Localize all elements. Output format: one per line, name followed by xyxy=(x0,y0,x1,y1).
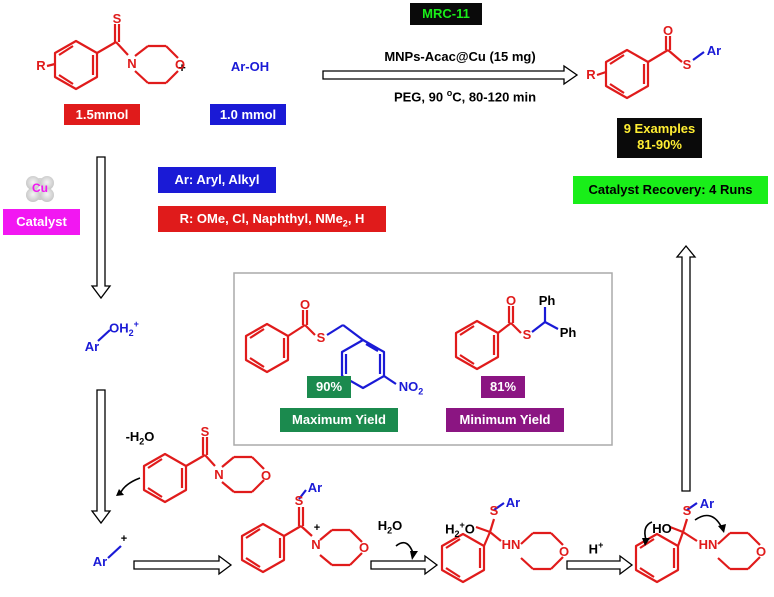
water-addition-label: H2O xyxy=(377,518,403,536)
atom-label-n: N xyxy=(311,537,321,552)
step-arrow-right-2 xyxy=(370,554,439,576)
step-arrow-up xyxy=(675,244,697,492)
atom-label-n: N xyxy=(127,56,137,71)
atom-label-ph: Ph xyxy=(559,325,577,340)
step-arrow-right-3 xyxy=(566,554,634,576)
phenol-formula: Ar-OH xyxy=(230,59,270,74)
atom-label-o: O xyxy=(558,544,570,559)
atom-label-ar: Ar xyxy=(505,495,521,510)
atom-label-s: S xyxy=(294,493,304,508)
max-yield-value-badge: 90% xyxy=(307,376,351,398)
min-yield-label-badge: Minimum Yield xyxy=(446,408,564,432)
atom-label-ar: Ar xyxy=(706,43,722,58)
step-arrow-down-2 xyxy=(90,389,112,525)
yield-examples-panel xyxy=(233,272,613,446)
atom-label-ar: Ar xyxy=(92,554,108,569)
atom-label-s: S xyxy=(200,424,210,439)
atom-label-ar: Ar xyxy=(84,339,100,354)
curved-arrows xyxy=(116,477,726,560)
atom-label-ar: Ar xyxy=(699,496,715,511)
protonated-phenol xyxy=(97,329,111,342)
scope-r-badge: R: OMe, Cl, Naphthyl, NMe2, H xyxy=(158,206,386,232)
atom-label-ho: H2+O xyxy=(445,520,475,539)
atom-label-o: O xyxy=(174,57,186,72)
atom-label-o: O xyxy=(260,468,272,483)
atom-label-o: O xyxy=(755,544,767,559)
atom-label-plus: + xyxy=(120,533,128,545)
atom-label-r: R xyxy=(36,58,46,73)
code-badge: MRC-11 xyxy=(410,3,482,25)
thioamide-intermediate xyxy=(142,437,265,504)
atom-label-plus: + xyxy=(313,522,321,534)
atom-label-ar: Ar xyxy=(307,480,323,495)
atom-label-r: R xyxy=(586,67,596,82)
max-yield-label-badge: Maximum Yield xyxy=(280,408,398,432)
atom-label-s: S xyxy=(489,503,499,518)
atom-label-ph: Ph xyxy=(538,293,556,308)
catalyst-sphere-label: Cu xyxy=(32,181,48,195)
copper-sphere-icon xyxy=(26,176,54,202)
scope-ar-badge: Ar: Aryl, Alkyl xyxy=(158,167,276,193)
atom-label-o: O xyxy=(299,297,311,312)
reagent1-amount-badge: 1.5mmol xyxy=(64,104,140,125)
aryl-cation xyxy=(107,545,122,559)
atom-label-hn: HN xyxy=(501,537,521,552)
collapse-intermediate xyxy=(634,502,761,584)
catalyst-recovery-badge: Catalyst Recovery: 4 Runs xyxy=(573,176,768,204)
min-yield-structure xyxy=(454,306,559,371)
thioester-product xyxy=(596,36,705,100)
water-loss-label: -H2O xyxy=(125,429,155,447)
plus-sign: + xyxy=(178,60,186,75)
atom-label-s: S xyxy=(316,330,326,345)
atom-label-s: S xyxy=(682,503,692,518)
atom-label-o: O xyxy=(358,540,370,555)
atom-label-oh: OH2+ xyxy=(109,319,139,338)
catalyst-conditions: MNPs-Acac@Cu (15 mg) xyxy=(384,49,536,64)
main-reaction-arrow xyxy=(322,64,579,86)
min-yield-value-badge: 81% xyxy=(481,376,525,398)
atom-label-s: S xyxy=(522,327,532,342)
sulfonium-iminium-intermediate xyxy=(240,489,363,574)
atom-label-s: S xyxy=(682,57,692,72)
atom-label-n: N xyxy=(214,467,224,482)
hemithioaminal-intermediate xyxy=(440,502,564,584)
thioamide-reagent xyxy=(46,24,179,91)
proton-label: H+ xyxy=(588,540,604,557)
atom-label-o: O xyxy=(505,293,517,308)
temperature-conditions: PEG, 90 oC, 80-120 min xyxy=(393,88,537,105)
reagent2-amount-badge: 1.0 mmol xyxy=(210,104,286,125)
atom-label-hn: HN xyxy=(698,537,718,552)
atom-label-s: S xyxy=(112,11,122,26)
step-arrow-right-1 xyxy=(133,554,233,576)
atom-label-no2: NO2 xyxy=(398,379,424,397)
step-arrow-down-1 xyxy=(90,156,112,300)
atom-label-ho: HO xyxy=(652,521,672,536)
atom-label-o: O xyxy=(662,23,674,38)
catalyst-badge: Catalyst xyxy=(3,209,80,235)
